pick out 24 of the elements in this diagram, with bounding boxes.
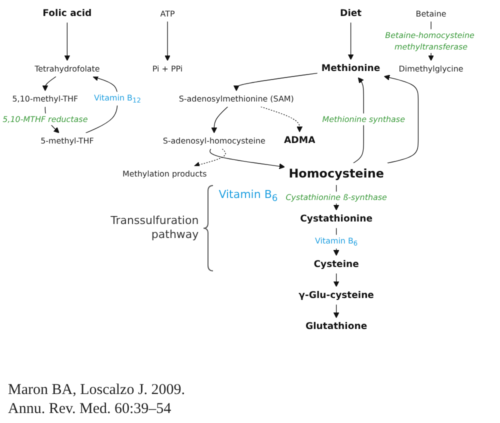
arrow [384,74,419,164]
node-text: Folic acid [42,8,92,19]
node-text: Methionine [321,62,380,74]
node-text: Cysteine [314,258,359,270]
arrow [333,304,340,318]
citation-caption: Maron BA, Loscalzo J. 2009. Annu. Rev. Med. 60:39–54 [8,381,186,419]
pathway-label: Transsulfuration pathway [110,214,199,242]
node-text: Homocysteine [288,167,384,181]
arrow [164,21,170,61]
arrow [210,148,285,170]
arrow [233,72,318,92]
arrow [42,76,56,92]
arrow [333,273,340,287]
arrow [211,106,228,134]
node-text: ADMA [284,135,316,146]
arrow [348,22,354,60]
node-text: Glutathione [306,321,368,332]
node-text: Diet [340,8,362,19]
arrow [64,22,70,61]
cofactor-label: Vitamin B$_{6}$ [218,188,278,207]
node-text: γ-Glu-cysteine [298,290,374,301]
arrow [260,106,303,132]
arrow [194,148,226,168]
node-text: Cystathionine [300,213,373,224]
